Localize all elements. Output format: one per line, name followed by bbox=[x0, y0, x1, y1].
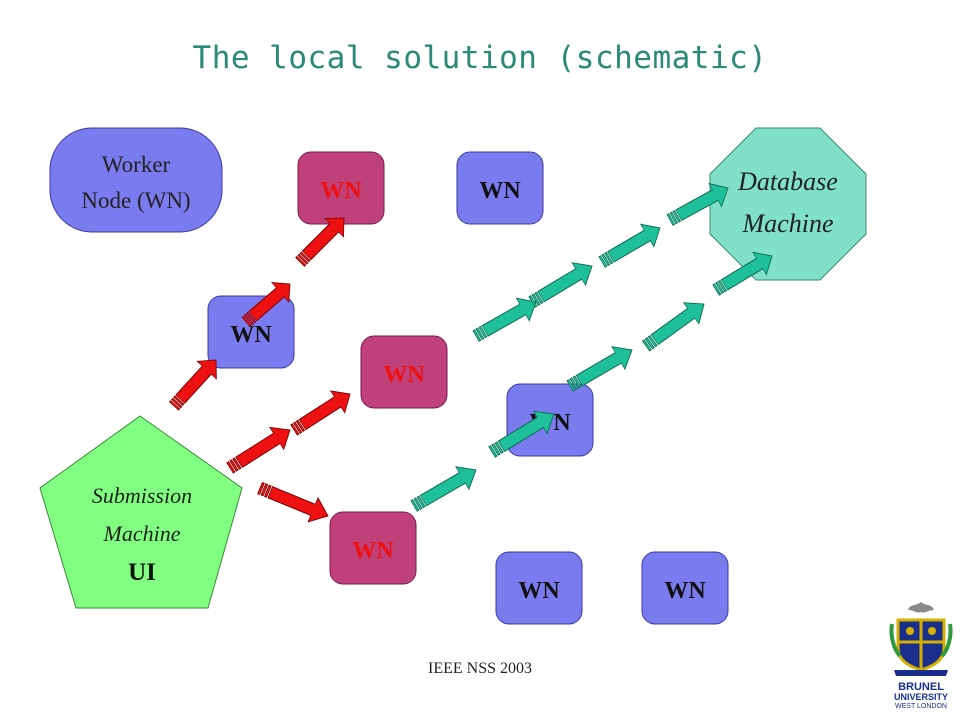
submit-arrow bbox=[222, 418, 298, 480]
slide-footer: IEEE NSS 2003 bbox=[428, 660, 532, 677]
wn-label: WN bbox=[320, 178, 362, 204]
database-line-2: Machine bbox=[742, 209, 834, 238]
wn-label: WN bbox=[230, 322, 272, 348]
legend-line-2: Node (WN) bbox=[81, 188, 190, 213]
legend-node-shape bbox=[49, 127, 223, 233]
wn-label: WN bbox=[479, 178, 521, 204]
legend-line-1: Worker bbox=[102, 152, 171, 177]
database-shape bbox=[709, 127, 867, 281]
submission-line-3: UI bbox=[128, 559, 156, 586]
db-arrow bbox=[637, 293, 713, 357]
submission-shape bbox=[39, 415, 243, 609]
db-arrow bbox=[524, 254, 600, 314]
university-logo bbox=[889, 602, 953, 712]
legend-worker-node: Worker Node (WN) bbox=[49, 127, 223, 233]
logo-text-1: BRUNEL bbox=[898, 681, 944, 693]
wn-shape bbox=[329, 511, 417, 585]
logo-text-3: WEST LONDON bbox=[895, 703, 947, 710]
db-arrow bbox=[594, 216, 668, 274]
wn-shape bbox=[641, 551, 729, 625]
wn-label: WN bbox=[664, 578, 706, 604]
wn-label: WN bbox=[383, 362, 425, 388]
wn-label: WN bbox=[518, 578, 560, 604]
wn-node-left: WN bbox=[207, 295, 295, 369]
submit-arrow bbox=[163, 350, 227, 416]
wn-shape bbox=[360, 335, 448, 409]
database-machine: Database Machine bbox=[709, 127, 867, 281]
university-logo-text: BRUNEL UNIVERSITY WEST LONDON bbox=[884, 682, 958, 712]
wn-shape bbox=[495, 551, 583, 625]
slide-title: The local solution (schematic) bbox=[192, 40, 768, 76]
submission-machine: Submission Machine UI bbox=[39, 415, 243, 609]
wn-node-middle-busy: WN bbox=[360, 335, 448, 409]
db-arrow bbox=[407, 458, 483, 518]
wn-label: WN bbox=[352, 538, 394, 564]
wn-node-bottom-busy: WN bbox=[329, 511, 417, 585]
wn-shape bbox=[207, 295, 295, 369]
logo-text-2: UNIVERSITY bbox=[893, 692, 948, 702]
submit-arrow bbox=[254, 475, 334, 529]
wn-shape bbox=[456, 151, 544, 225]
submission-line-1: Submission bbox=[92, 483, 192, 508]
wn-node-top-idle: WN bbox=[456, 151, 544, 225]
database-line-1: Database bbox=[737, 167, 838, 196]
wn-node-bottom-idle-1: WN bbox=[495, 551, 583, 625]
wn-node-top-busy: WN bbox=[297, 151, 385, 225]
submit-arrow bbox=[286, 382, 358, 442]
submission-line-2: Machine bbox=[103, 521, 181, 546]
wn-node-bottom-idle-2: WN bbox=[641, 551, 729, 625]
